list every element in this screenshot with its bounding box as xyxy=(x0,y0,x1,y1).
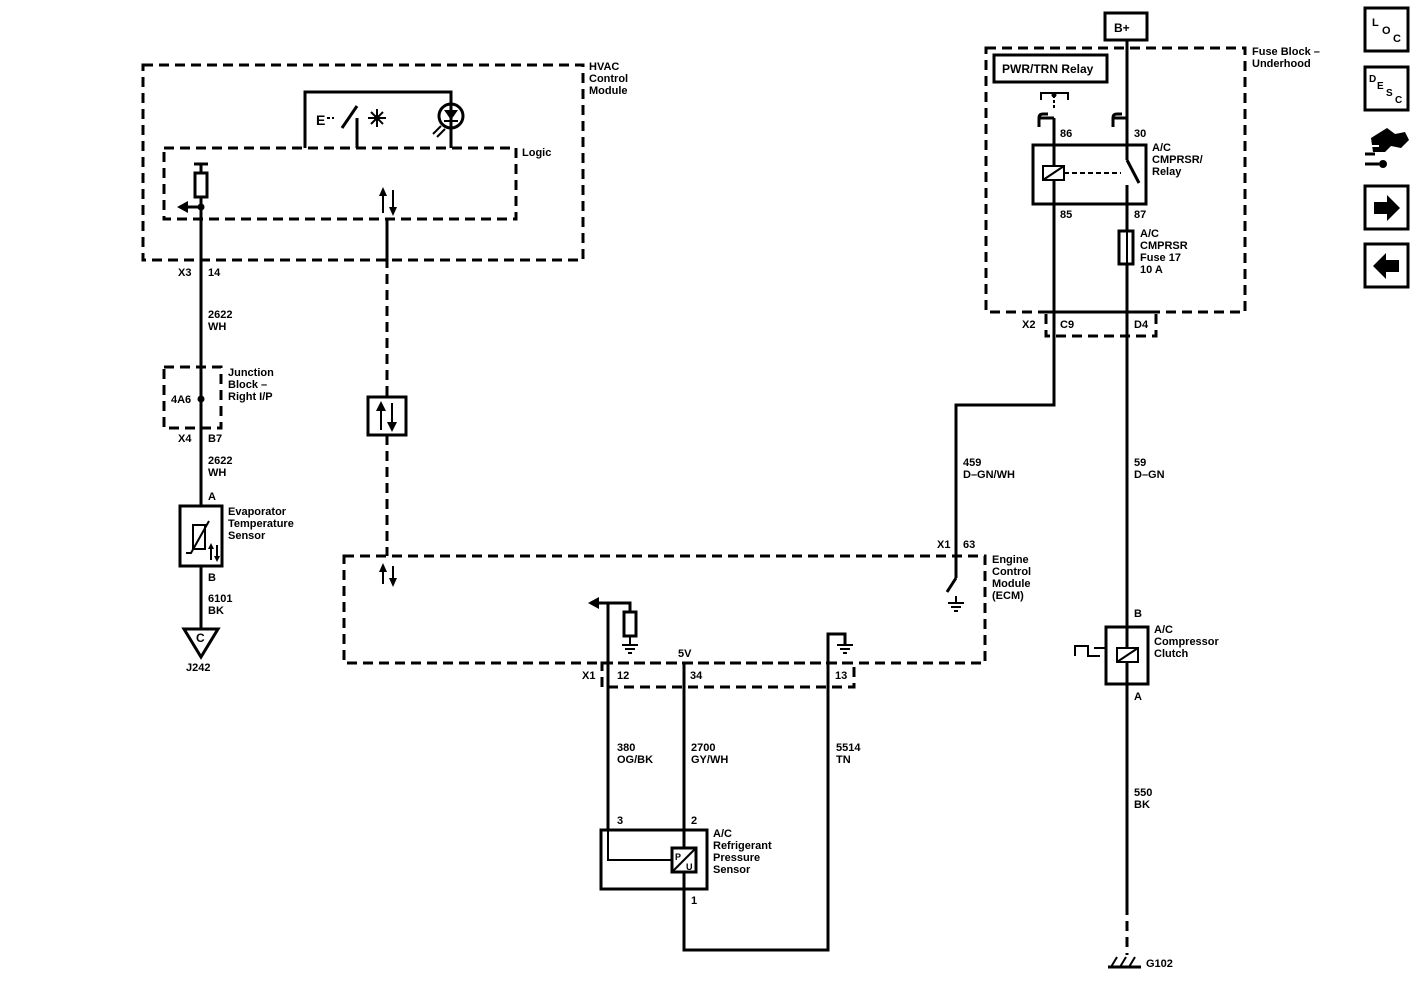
ps-symbol-p: P xyxy=(675,852,681,862)
snowflake-icon xyxy=(368,109,386,127)
desc-icon[interactable]: D E S C xyxy=(1363,65,1410,112)
connector-x3-pin: 14 xyxy=(208,267,221,279)
connector-x1-bottom: X1 xyxy=(582,670,595,682)
splice-ref: C xyxy=(196,631,205,645)
connector-x2-c9: C9 xyxy=(1060,319,1074,331)
ps-pin-2: 2 xyxy=(691,815,697,827)
splice-j242: C J242 xyxy=(181,627,221,674)
connector-x4-pin: B7 xyxy=(208,433,222,445)
battery-label: B+ xyxy=(1114,21,1130,35)
relay-pin-86: 86 xyxy=(1060,128,1072,140)
ecm-pin-13: 13 xyxy=(835,670,847,682)
ps-symbol-u: U xyxy=(686,862,693,872)
ps-pin-1: 1 xyxy=(691,895,697,907)
clutch-pin-b: B xyxy=(1134,608,1142,620)
arrow-left-icon[interactable] xyxy=(1363,242,1410,289)
five-volt-label: 5V xyxy=(678,648,692,660)
fuse-block-label: Fuse Block –Underhood xyxy=(1252,46,1320,70)
evap-pin-a: A xyxy=(208,491,216,503)
ecm-pin-12: 12 xyxy=(617,670,629,682)
connector-x3: X3 xyxy=(178,267,191,279)
splice-id: J242 xyxy=(186,662,210,674)
svg-text:L: L xyxy=(1372,17,1379,29)
svg-text:C: C xyxy=(1395,95,1402,106)
ground-g102-label: G102 xyxy=(1146,958,1173,970)
svg-text:O: O xyxy=(1382,25,1391,37)
connector-x1-ecm: X1 xyxy=(937,539,950,551)
ground-g102: G102 xyxy=(1108,956,1173,970)
svg-text:D: D xyxy=(1369,74,1376,85)
logic-label: Logic xyxy=(522,147,551,159)
ecm-pin-34: 34 xyxy=(690,670,703,682)
connector-icon[interactable] xyxy=(1365,128,1409,168)
battery-terminal: B+ xyxy=(1103,11,1149,42)
relay-pin-87: 87 xyxy=(1134,209,1146,221)
connector-x4: X4 xyxy=(178,433,192,445)
loc-icon[interactable]: L O C xyxy=(1363,6,1410,53)
connector-x2-d4: D4 xyxy=(1134,319,1149,331)
e-switch-label: E xyxy=(316,112,325,128)
arrow-right-icon[interactable] xyxy=(1363,184,1410,231)
indicator-lamp-icon xyxy=(432,102,465,138)
fuse-block-underhood: Fuse Block –Underhood xyxy=(984,46,1320,314)
ps-pin-3: 3 xyxy=(617,815,623,827)
svg-text:S: S xyxy=(1386,88,1393,99)
junction-block-id: 4A6 xyxy=(171,394,191,406)
evap-pin-b: B xyxy=(208,572,216,584)
relay-pin-85: 85 xyxy=(1060,209,1072,221)
clutch-pin-a: A xyxy=(1134,691,1142,703)
serial-data-arrows-icon xyxy=(379,187,397,216)
connector-x2: X2 xyxy=(1022,319,1035,331)
relay-pin-30: 30 xyxy=(1134,128,1146,140)
svg-text:C: C xyxy=(1393,33,1401,45)
serial-data-box xyxy=(366,395,408,437)
connector-x1-ecm-pin: 63 xyxy=(963,539,975,551)
pwr-trn-relay-label: PWR/TRN Relay xyxy=(1002,62,1094,76)
svg-text:E: E xyxy=(1377,81,1384,92)
